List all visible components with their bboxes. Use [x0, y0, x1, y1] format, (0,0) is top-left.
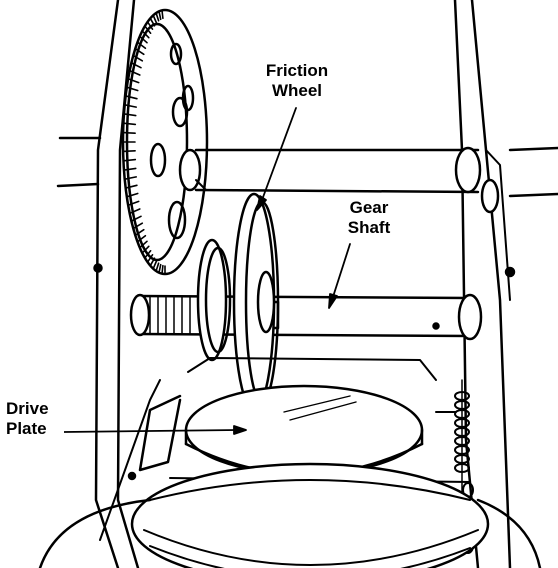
gear-tooth: [127, 200, 140, 207]
gear-tooth: [146, 21, 154, 31]
gear-tooth: [136, 41, 147, 50]
gear-tooth: [155, 262, 160, 272]
upper-shaft: [178, 146, 500, 214]
gear-tooth: [123, 113, 137, 117]
base-turntable: [38, 462, 542, 568]
gear-tooth: [134, 228, 145, 237]
friction-wheel: [232, 192, 280, 412]
drive-plate-label: Drive Plate: [6, 399, 64, 439]
gear-tooth: [128, 208, 141, 215]
gear-tooth: [130, 62, 142, 69]
gear-tooth: [139, 240, 148, 249]
small-pulley: [196, 238, 232, 362]
gear-shaft-label: Gear Shaft: [338, 198, 400, 238]
drive-plate-leader: [63, 429, 239, 433]
large-gear: [121, 8, 209, 276]
left-frame-post: [93, 0, 161, 568]
gear-tooth: [152, 260, 158, 270]
gear-shaft: [129, 293, 483, 341]
gear-tooth: [122, 150, 136, 153]
gear-tooth: [123, 104, 137, 108]
gear-tooth: [130, 215, 142, 222]
friction-wheel-arrowhead: [256, 195, 267, 211]
gear-tooth: [161, 9, 164, 20]
plate-bracket: [138, 394, 182, 472]
gear-shaft-leader: [331, 243, 351, 301]
gear-tooth: [122, 122, 137, 126]
gear-tooth: [158, 263, 162, 274]
gear-tooth: [141, 30, 150, 39]
gear-tooth: [149, 17, 156, 27]
spring-coil: [454, 463, 470, 473]
gear-tooth: [123, 167, 137, 171]
friction-wheel-leader: [261, 107, 297, 201]
gear-tooth: [124, 95, 138, 100]
gear-tooth: [134, 47, 145, 56]
gear-tooth: [127, 77, 140, 84]
leader-lines: [63, 107, 351, 435]
drive-plate-label-line2: Plate: [6, 419, 47, 438]
gear-tooth: [126, 192, 139, 198]
gear-tooth: [146, 254, 154, 263]
gear-tooth: [132, 54, 144, 62]
gear-shaft-arrowhead: [328, 293, 338, 309]
gear-tooth: [128, 69, 141, 76]
gear-tooth: [123, 176, 137, 180]
gear-tooth: [126, 86, 139, 92]
gear-tooth: [132, 222, 144, 230]
gear-tooth: [124, 184, 138, 189]
gear-tooth: [139, 35, 148, 44]
gear-tooth: [152, 14, 158, 24]
gear-tooth: [149, 257, 156, 267]
gear-tooth: [144, 250, 152, 259]
friction-wheel-label-line2: Wheel: [271, 81, 323, 100]
drive-plate-arrowhead: [233, 425, 247, 435]
gear-shaft-label-line1: Gear: [349, 198, 389, 217]
gear-tooth: [122, 131, 136, 134]
frame-rails: [56, 136, 558, 198]
gear-tooth: [144, 25, 152, 35]
gear-tooth: [141, 245, 150, 254]
friction-wheel-label-line1: Friction: [265, 61, 329, 80]
gear-shaft-label-line2: Shaft: [347, 218, 391, 237]
gear-tooth: [136, 234, 147, 243]
gear-tooth: [155, 12, 160, 22]
drive-plate: [184, 357, 437, 476]
drive-plate-label-line1: Drive: [6, 399, 49, 418]
gear-tooth: [122, 158, 137, 162]
gear-tooth: [161, 264, 164, 275]
gear-tooth: [158, 10, 162, 21]
friction-wheel-label: Friction Wheel: [258, 61, 336, 101]
